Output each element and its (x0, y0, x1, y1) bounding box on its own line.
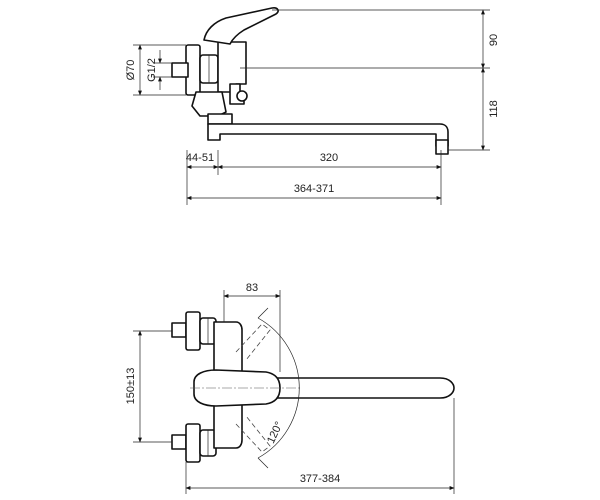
upper-flange (185, 311, 201, 351)
upper-inlet-connector (171, 322, 187, 338)
dim-angle-label: 120° (265, 420, 285, 446)
dim-thread-label: G1/2 (146, 58, 158, 82)
spout (207, 123, 449, 147)
spout-aerator (435, 139, 449, 155)
dim-centers-label: 150±13 (125, 368, 137, 405)
lower-inlet-connector (171, 434, 187, 450)
alt-position-upper (235, 323, 271, 361)
dim-90-label: 90 (488, 34, 500, 46)
lever-handle (203, 7, 279, 45)
swivel-nut (207, 113, 233, 125)
dim-spout-label: 320 (320, 152, 338, 164)
dim-118-label: 118 (488, 100, 500, 118)
dim-top-total-label: 377-384 (300, 473, 340, 485)
lower-flange (185, 423, 201, 463)
swing-arc (257, 317, 300, 459)
dim-total-label: 364-371 (294, 183, 334, 195)
dim-83-label: 83 (246, 282, 258, 294)
swivel-connector (191, 91, 227, 117)
alt-position-lower (235, 415, 271, 453)
dim-offset-label: 44-51 (186, 152, 214, 164)
top-view: 120° 83 150±13 377-384 (125, 282, 455, 494)
inlet-connector (171, 62, 189, 78)
diverter-cap (236, 90, 248, 102)
side-view: 90 118 Ø70 G1/2 44-51 320 364-371 (125, 7, 500, 205)
dim-diameter-label: Ø70 (125, 60, 137, 81)
top-spout (239, 377, 455, 399)
